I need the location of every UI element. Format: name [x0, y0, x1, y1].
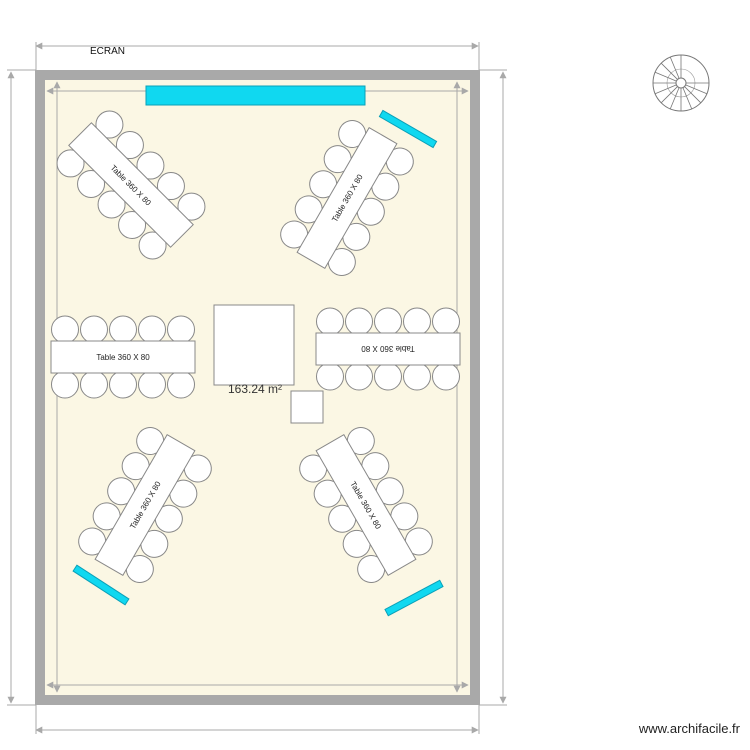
- table-top[interactable]: [94, 433, 196, 577]
- screen-top-right[interactable]: [378, 109, 438, 149]
- table-top-left[interactable]: Table 360 X 80: [51, 105, 211, 265]
- screen-bottom-right[interactable]: [384, 579, 444, 617]
- table-top[interactable]: [68, 122, 194, 248]
- large-box[interactable]: [213, 304, 295, 386]
- spiral-staircase-icon[interactable]: [652, 54, 710, 112]
- chair[interactable]: [80, 370, 108, 399]
- table-mid-left[interactable]: Table 360 X 80: [50, 315, 196, 399]
- chair[interactable]: [374, 362, 402, 391]
- screen-bottom-left[interactable]: [72, 564, 130, 606]
- table-top[interactable]: [315, 332, 461, 366]
- table-top[interactable]: [315, 433, 417, 577]
- chair[interactable]: [167, 315, 195, 344]
- table-top-right[interactable]: Table 360 X 80: [275, 115, 418, 281]
- screen-label: ECRAN: [90, 46, 126, 57]
- chair[interactable]: [374, 307, 402, 336]
- tables-layer: Table 360 X 80 Table 360 X 80 Table 360 X …: [50, 105, 461, 588]
- chair[interactable]: [345, 307, 373, 336]
- chair[interactable]: [109, 315, 137, 344]
- dimension-lines: [7, 42, 507, 734]
- chair[interactable]: [167, 370, 195, 399]
- table-label: Table 360 X 80: [361, 344, 415, 353]
- boxes-layer: [213, 304, 324, 424]
- chair[interactable]: [316, 307, 344, 336]
- main-screen[interactable]: [145, 85, 366, 106]
- chair[interactable]: [316, 362, 344, 391]
- table-mid-right[interactable]: Table 360 X 80: [315, 307, 461, 391]
- chair[interactable]: [403, 307, 431, 336]
- chair[interactable]: [51, 315, 79, 344]
- room-area-label: 163.24 m²: [228, 382, 283, 396]
- chair[interactable]: [80, 315, 108, 344]
- chair[interactable]: [403, 362, 431, 391]
- chair[interactable]: [51, 370, 79, 399]
- chair[interactable]: [432, 362, 460, 391]
- chair[interactable]: [138, 370, 166, 399]
- chair[interactable]: [345, 362, 373, 391]
- table-bottom-left[interactable]: Table 360 X 80: [73, 422, 216, 588]
- small-box[interactable]: [290, 390, 324, 424]
- table-label: Table 360 X 80: [96, 353, 150, 362]
- chair[interactable]: [138, 315, 166, 344]
- table-bottom-right[interactable]: Table 360 X 80: [294, 422, 437, 588]
- watermark-link[interactable]: www.archifacile.fr: [638, 721, 740, 736]
- table-top[interactable]: [50, 340, 196, 374]
- chair[interactable]: [109, 370, 137, 399]
- screens-layer: [72, 85, 444, 617]
- table-top[interactable]: [296, 126, 398, 270]
- chair[interactable]: [432, 307, 460, 336]
